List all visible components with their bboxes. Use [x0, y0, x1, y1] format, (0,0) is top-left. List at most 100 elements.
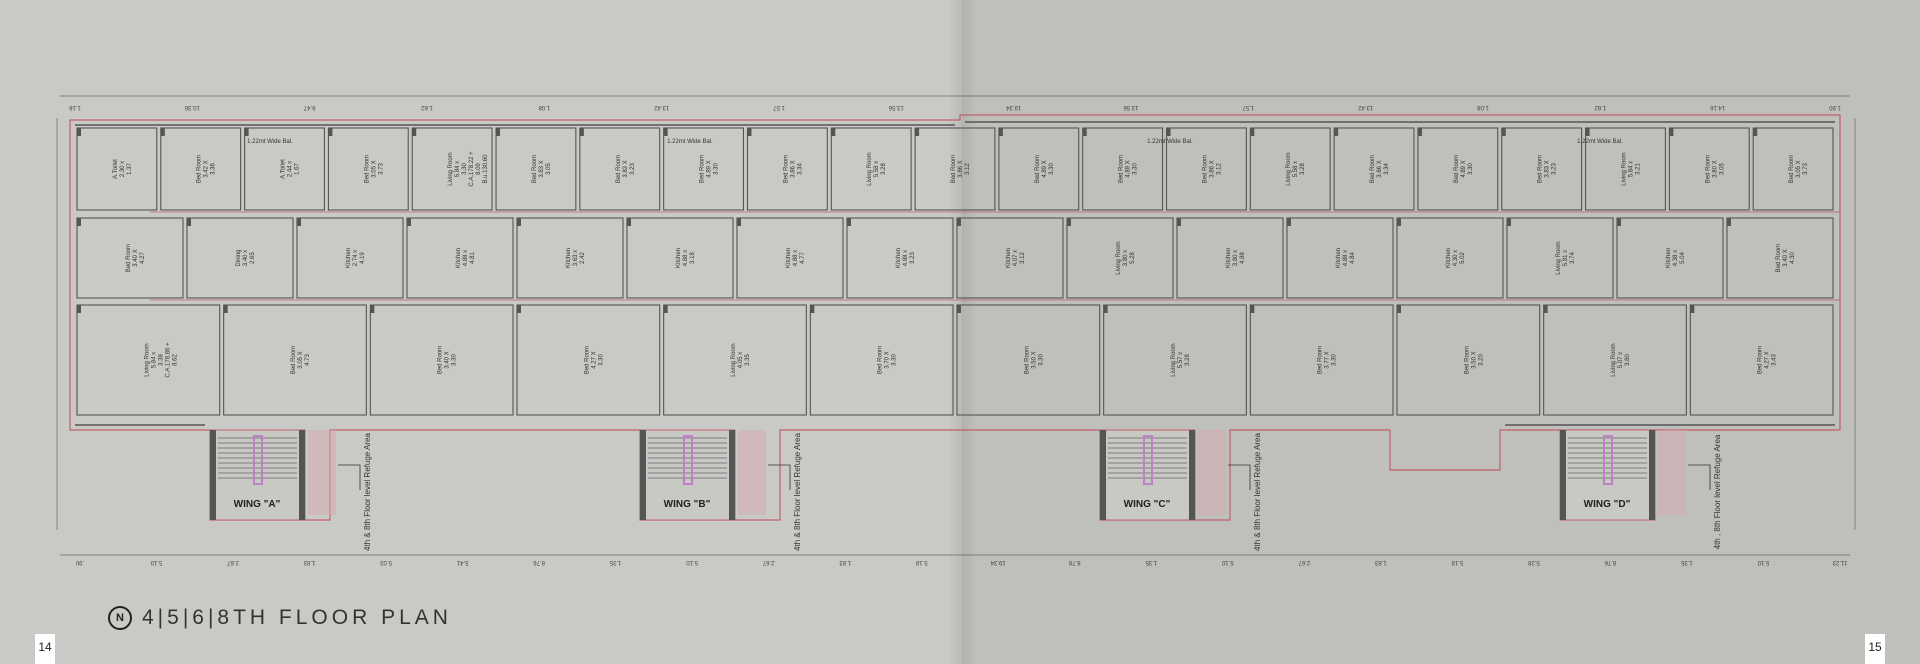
dimension-label: 13.42	[1357, 104, 1373, 110]
dimension-label: 11.23	[1832, 559, 1847, 565]
dimension-label: 1.08	[538, 104, 550, 110]
left-page	[0, 0, 962, 664]
dimension-label: 13.56	[1123, 104, 1139, 110]
room-label-line: 3.40 X	[1783, 249, 1789, 266]
room-label-line: 4.88 x	[1343, 250, 1349, 266]
wall-column	[998, 128, 1003, 136]
room-low-outline	[809, 304, 954, 416]
room-label-line: 3.05 X	[1796, 160, 1802, 177]
room-low-outline	[1249, 304, 1394, 416]
room-label-line: Bed Room	[1370, 155, 1376, 183]
room-label-line: 3.73	[1803, 163, 1809, 175]
room-top-label: Bed Room3.83 X3.05	[532, 155, 552, 183]
room-label-line: 2.44 x	[288, 161, 294, 177]
wall-column	[831, 128, 836, 136]
room-top-outline	[914, 127, 996, 211]
dimension-label: 5.18	[1451, 559, 1463, 565]
wall-column	[1250, 128, 1255, 136]
balcony-label: 1.22mt Wide Bal.	[667, 139, 713, 145]
room-label-line: Bed Room	[878, 346, 884, 374]
dimension-label: 13.42	[653, 104, 669, 110]
room-mid-label: Kitchen2.74 x4.19	[346, 248, 366, 268]
staircase-wing-0	[209, 429, 306, 521]
wing-label: WING "A"	[234, 499, 281, 510]
room-label-line: 3.50 X	[1031, 351, 1037, 368]
dimension-label: 1.57	[1242, 104, 1254, 110]
room-label-line: 4.19	[360, 252, 366, 264]
room-top-label: Living Room5.84 x3.30C.A.178.22 +8.09B.u…	[448, 151, 489, 187]
room-label-line: 3.38	[158, 354, 164, 366]
dimension-label: 5.28	[1527, 559, 1539, 565]
room-label-line: B.u.130.60	[483, 154, 489, 184]
room-label-line: Bed Room	[584, 346, 590, 374]
room-label-line: 3.86 X	[1209, 160, 1215, 177]
room-label-line: 3.40 X	[133, 249, 139, 266]
title-text: 4|5|6|8TH FLOOR PLAN	[142, 606, 452, 629]
wall-column	[1397, 305, 1401, 313]
room-mid-label: Kitchen4.88 x4.77	[786, 248, 806, 268]
room-label-line: Bed Room	[1464, 346, 1470, 374]
room-label-line: Kitchen	[1446, 248, 1452, 268]
room-label-line: 5.58 x	[874, 161, 880, 177]
wall-column	[223, 305, 228, 313]
wall-column	[407, 218, 411, 226]
room-low-label: Bed Room4.27 X3.30	[584, 346, 604, 374]
room-label-line: 3.73	[378, 163, 384, 175]
room-label-line: 5.28	[1130, 252, 1136, 264]
room-label-line: 3.28	[1185, 354, 1191, 366]
wall-column	[1727, 218, 1731, 226]
room-low-outline	[1543, 304, 1687, 416]
wall-column	[1417, 128, 1422, 136]
room-label-line: Living Room	[144, 343, 150, 376]
dimension-label: 5.03	[380, 559, 392, 565]
room-label-line: 3.18	[690, 252, 696, 264]
room-label-line: 4.07 x	[1013, 250, 1019, 266]
room-label-line: 4.30 x	[1453, 250, 1459, 266]
room-label-line: 3.21	[1635, 163, 1641, 175]
room-label-line: Living Room	[1171, 343, 1177, 376]
room-label-line: Bed Room	[1454, 155, 1460, 183]
room-label-line: Kitchen	[676, 248, 682, 268]
room-label-line: 4.88 x	[463, 250, 469, 266]
room-label-line: 5.57 x	[1178, 352, 1184, 368]
dimension-label: 5.10	[1757, 559, 1769, 565]
room-top-outline	[244, 127, 325, 211]
stair-wall	[1189, 430, 1195, 520]
wall-column	[1166, 128, 1171, 136]
room-label-line: 3.30	[1049, 163, 1055, 175]
page-number-right: 15	[1865, 634, 1885, 664]
room-label-line: 3.23	[630, 163, 636, 175]
room-low-label: Bed Room3.50 X3.20	[1464, 346, 1484, 374]
room-low-outline	[1689, 304, 1834, 416]
room-mid-label: Bed Room3.40 X4.30	[1776, 244, 1796, 272]
room-low-label: Bed Room3.70 X3.30	[878, 346, 898, 374]
room-low-label: Bed Room3.50 X3.30	[1024, 346, 1044, 374]
room-label-line: Living Room	[1621, 152, 1627, 185]
wall-column	[1501, 128, 1506, 136]
room-top-outline	[746, 127, 828, 211]
refuge-pointer	[768, 464, 791, 490]
refuge-pointer	[1228, 464, 1251, 490]
room-label-line: 3.34	[1384, 163, 1390, 175]
wall-column	[370, 305, 375, 313]
room-mid-label: Kitchen4.88 x3.18	[676, 248, 696, 268]
room-top-label: Living Room5.58 x3.28	[867, 152, 887, 185]
stair-wall	[1100, 430, 1106, 520]
wing-label: WING "D"	[1584, 499, 1631, 510]
room-label-line: 4.89 X	[1126, 160, 1132, 177]
room-low-outline	[76, 304, 221, 416]
room-label-line: 3.40 X	[445, 351, 451, 368]
wall-column	[1690, 305, 1695, 313]
stair-wall	[299, 430, 305, 520]
dimension-label: 5.18	[915, 559, 927, 565]
room-label-line: 3.30	[714, 163, 720, 175]
wall-column	[1103, 305, 1108, 313]
room-label-line: 3.83 X	[1545, 160, 1551, 177]
room-top-outline	[998, 127, 1080, 211]
room-mid-label: Kitchen4.30 x5.02	[1446, 248, 1466, 268]
wall-column	[957, 218, 961, 226]
room-label-line: 3.36	[211, 163, 217, 175]
room-label-line: 4.38 x	[1673, 250, 1679, 266]
room-label-line: A.Toilet	[281, 159, 287, 179]
room-label-line: 1.67	[295, 163, 301, 175]
